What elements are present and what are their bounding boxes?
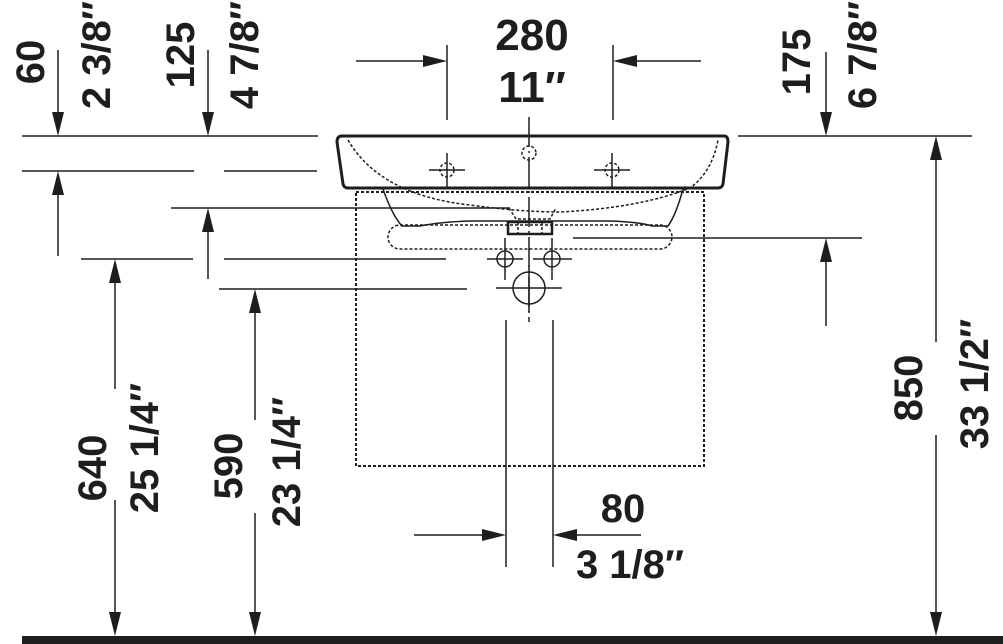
basin [335, 117, 730, 322]
dim-175-mm: 175 [775, 29, 819, 96]
dim-850-mm: 850 [887, 355, 931, 422]
dim-80-inch: 3 1/8″ [576, 543, 684, 587]
tap-hole-right [594, 153, 630, 188]
dim-590-inch: 23 1/4″ [265, 397, 309, 527]
dim-640-inch: 25 1/4″ [123, 383, 167, 513]
tap-hole-left [429, 153, 465, 188]
dim-590-mm: 590 [207, 433, 251, 500]
supply-connections [487, 238, 572, 312]
dim-80-mm: 80 [601, 487, 646, 531]
dim-60-mm: 60 [9, 40, 53, 85]
dim-175-inch: 6 7/8″ [841, 1, 885, 109]
dim-280-mm: 280 [495, 11, 568, 60]
dim-125-inch: 4 7/8″ [223, 1, 267, 109]
dim-60-inch: 2 3/8″ [75, 1, 119, 109]
dim-640-mm: 640 [71, 435, 115, 502]
dim-280-inch: 11″ [498, 63, 566, 112]
dim-125-mm: 125 [159, 22, 203, 89]
dim-850-inch: 33 1/2″ [953, 319, 997, 449]
floor-line [22, 636, 1003, 644]
vanity-unit-outline [355, 191, 705, 467]
